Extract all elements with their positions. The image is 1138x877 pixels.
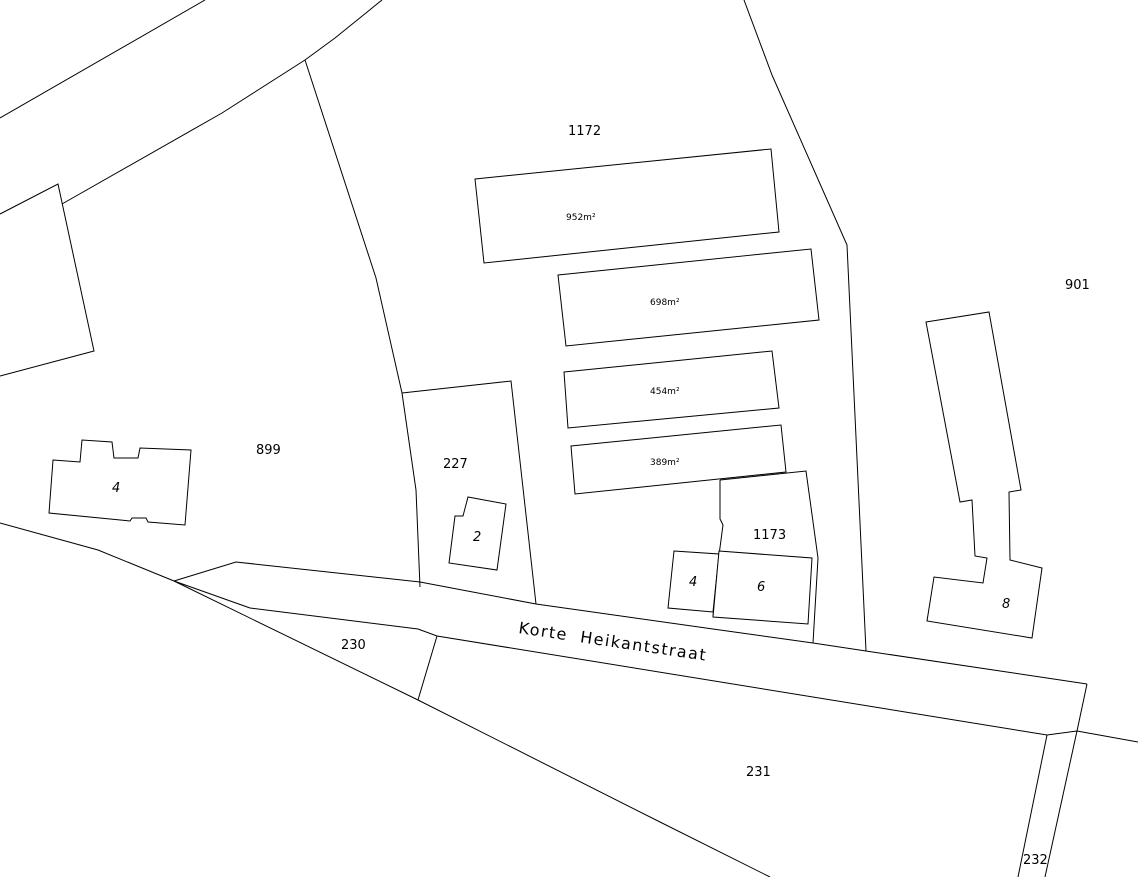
- house-number-8: 8: [1002, 597, 1010, 612]
- area-label-454: 454m²: [650, 387, 680, 397]
- parcel-label-1172: 1172: [568, 124, 601, 139]
- street-edges: [173, 561, 1138, 877]
- boundary-1172-901: [743, 0, 867, 652]
- boundary-230-231: [417, 635, 438, 701]
- house-number-4-east: 4: [689, 575, 697, 590]
- street-west-end: [173, 580, 251, 609]
- boundary-232-west: [1017, 734, 1048, 877]
- parcel-boundaries: [0, 0, 867, 652]
- parcel-label-230: 230: [341, 638, 366, 653]
- parcel-label-231: 231: [746, 765, 771, 780]
- boundary-899-1172: [304, 59, 421, 588]
- boundary-left-parcel: [0, 183, 95, 377]
- boundary-232-east: [1044, 730, 1078, 877]
- building-house-6: [712, 550, 813, 625]
- parcel-label-1173: 1173: [753, 528, 786, 543]
- street-name-label: Korte Heikantstraat: [517, 618, 708, 665]
- parcel-labels: 1172 901 899 227 1173 230 231 232: [256, 124, 1090, 868]
- house-number-2: 2: [473, 530, 481, 545]
- street-east-end: [1076, 683, 1088, 732]
- building-454: [563, 350, 780, 429]
- building-area-labels: 952m² 698m² 454m² 389m²: [566, 213, 680, 468]
- street-south-edge: [249, 607, 1138, 743]
- boundary-top-curve: [61, 0, 383, 205]
- parcel-label-899: 899: [256, 443, 281, 458]
- area-label-952: 952m²: [566, 213, 596, 223]
- boundary-top-left-diagonal: [0, 0, 206, 119]
- parcel-label-901: 901: [1065, 278, 1090, 293]
- house-number-6: 6: [757, 580, 765, 595]
- area-label-698: 698m²: [650, 298, 680, 308]
- building-house-8: [925, 311, 1043, 639]
- boundary-227: [401, 380, 537, 605]
- parcel-label-232: 232: [1023, 853, 1048, 868]
- boundary-lower-diagonal: [173, 580, 771, 877]
- building-house-4-west: [48, 439, 192, 526]
- parcel-label-227: 227: [443, 457, 468, 472]
- area-label-389: 389m²: [650, 458, 680, 468]
- boundary-lower-left-diagonal: [0, 522, 175, 582]
- house-number-4-west: 4: [112, 481, 120, 496]
- building-698: [557, 248, 820, 347]
- building-952: [474, 148, 780, 264]
- building-389: [570, 424, 787, 495]
- boundary-1173: [719, 470, 819, 644]
- street-north-edge: [173, 561, 1088, 685]
- buildings: [48, 148, 1043, 639]
- building-house-2: [448, 496, 507, 571]
- house-number-labels: 4 2 4 6 8: [112, 481, 1010, 612]
